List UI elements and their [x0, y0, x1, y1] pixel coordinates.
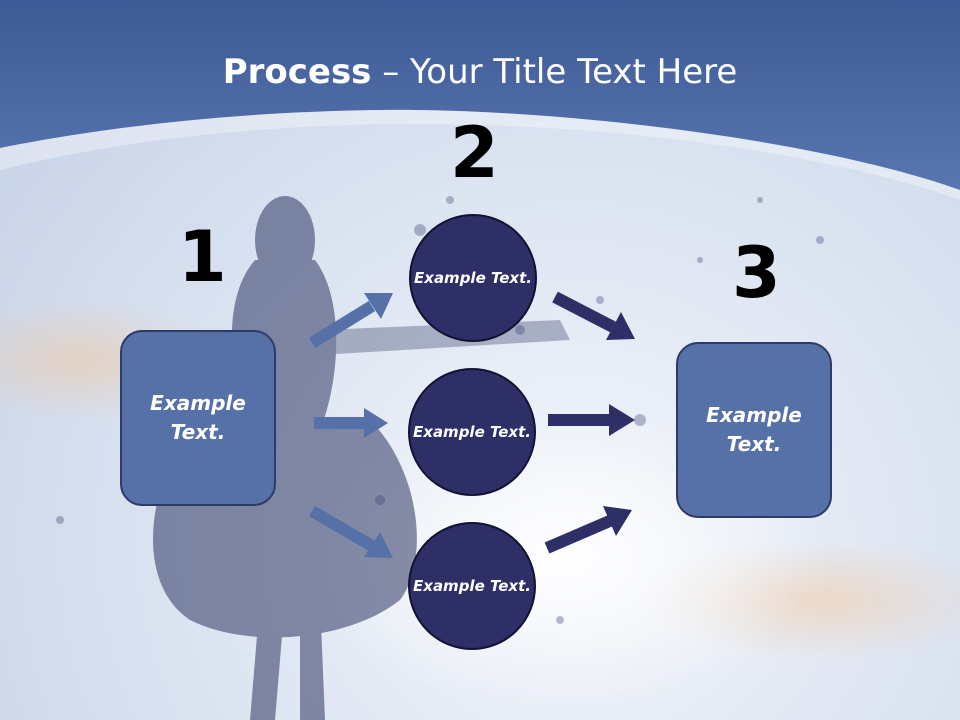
title-rest: – Your Title Text Here: [371, 52, 738, 92]
center-circle-middle[interactable]: Example Text.: [408, 368, 536, 496]
arrow-left-to-top: [308, 293, 393, 349]
step-number-1: 1: [178, 216, 227, 298]
right-step-text: Example Text.: [706, 403, 802, 456]
step-number-2: 2: [450, 112, 499, 194]
center-circle-bottom[interactable]: Example Text.: [408, 522, 536, 650]
center-circle-middle-text: Example Text.: [413, 422, 531, 441]
arrow-top-to-right: [552, 291, 635, 340]
title-bold: Process: [222, 52, 372, 92]
left-step-box[interactable]: Example Text.: [120, 330, 276, 506]
right-step-box[interactable]: Example Text.: [676, 342, 832, 518]
slide-title: Process – Your Title Text Here: [0, 52, 960, 92]
arrow-left-to-middle: [314, 408, 388, 438]
arrow-left-to-bottom: [308, 505, 393, 558]
arrow-bottom-to-right: [544, 506, 632, 554]
center-circle-top-text: Example Text.: [414, 268, 532, 287]
center-circle-bottom-text: Example Text.: [413, 576, 531, 595]
step-number-3: 3: [732, 232, 781, 314]
center-circle-top[interactable]: Example Text.: [409, 214, 537, 342]
arrow-middle-to-right: [548, 404, 635, 436]
left-step-text: Example Text.: [150, 391, 246, 444]
